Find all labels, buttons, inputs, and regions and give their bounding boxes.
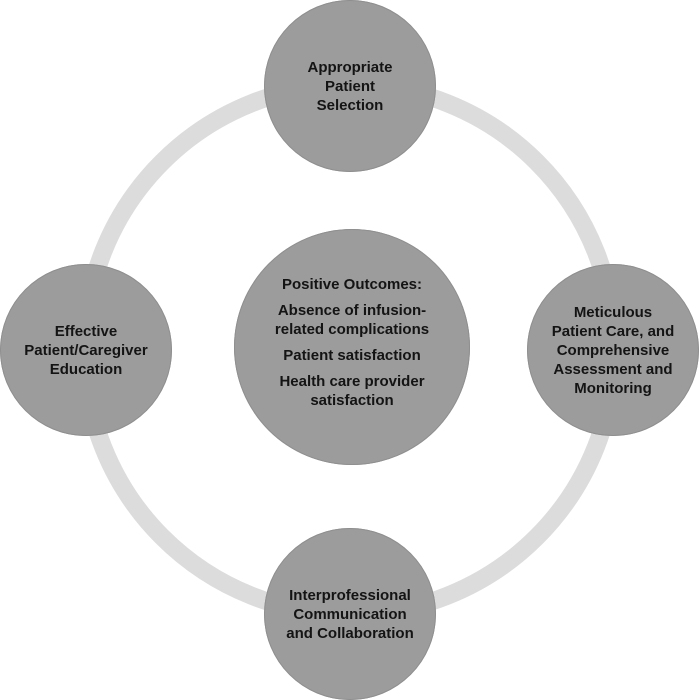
node-top-line-3: Selection (316, 96, 384, 114)
center-item-1-line-2: related complications (274, 320, 430, 338)
node-left-line-1: Effective (54, 322, 118, 340)
node-patient-education: Effective Patient/Caregiver Education (0, 264, 172, 436)
node-left-line-3: Education (49, 360, 123, 378)
node-right-line-2: Patient Care, and (551, 322, 675, 340)
node-left-line-2: Patient/Caregiver (24, 341, 148, 359)
node-bottom-line-3: and Collaboration (286, 624, 414, 642)
center-item-3-line-2: satisfaction (310, 391, 394, 409)
node-right-line-5: Monitoring (574, 379, 652, 397)
node-right-line-3: Comprehensive (556, 341, 670, 359)
node-right-line-4: Assessment and (553, 360, 673, 378)
center-item-2-line-1: Patient satisfaction (283, 346, 421, 364)
node-interprofessional-communication: Interprofessional Communication and Coll… (264, 528, 436, 700)
center-title: Positive Outcomes: (281, 275, 423, 293)
node-bottom-line-1: Interprofessional (289, 586, 411, 604)
center-item-3-line-1: Health care provider (279, 372, 425, 390)
node-positive-outcomes: Positive Outcomes: Absence of infusion- … (234, 229, 470, 465)
node-top-line-1: Appropriate (307, 58, 393, 76)
center-item-1-line-1: Absence of infusion- (277, 301, 427, 319)
node-patient-selection: Appropriate Patient Selection (264, 0, 436, 172)
node-top-line-2: Patient (324, 77, 375, 95)
node-right-line-1: Meticulous (573, 303, 653, 321)
node-patient-care-assessment: Meticulous Patient Care, and Comprehensi… (527, 264, 699, 436)
node-bottom-line-2: Communication (293, 605, 407, 623)
